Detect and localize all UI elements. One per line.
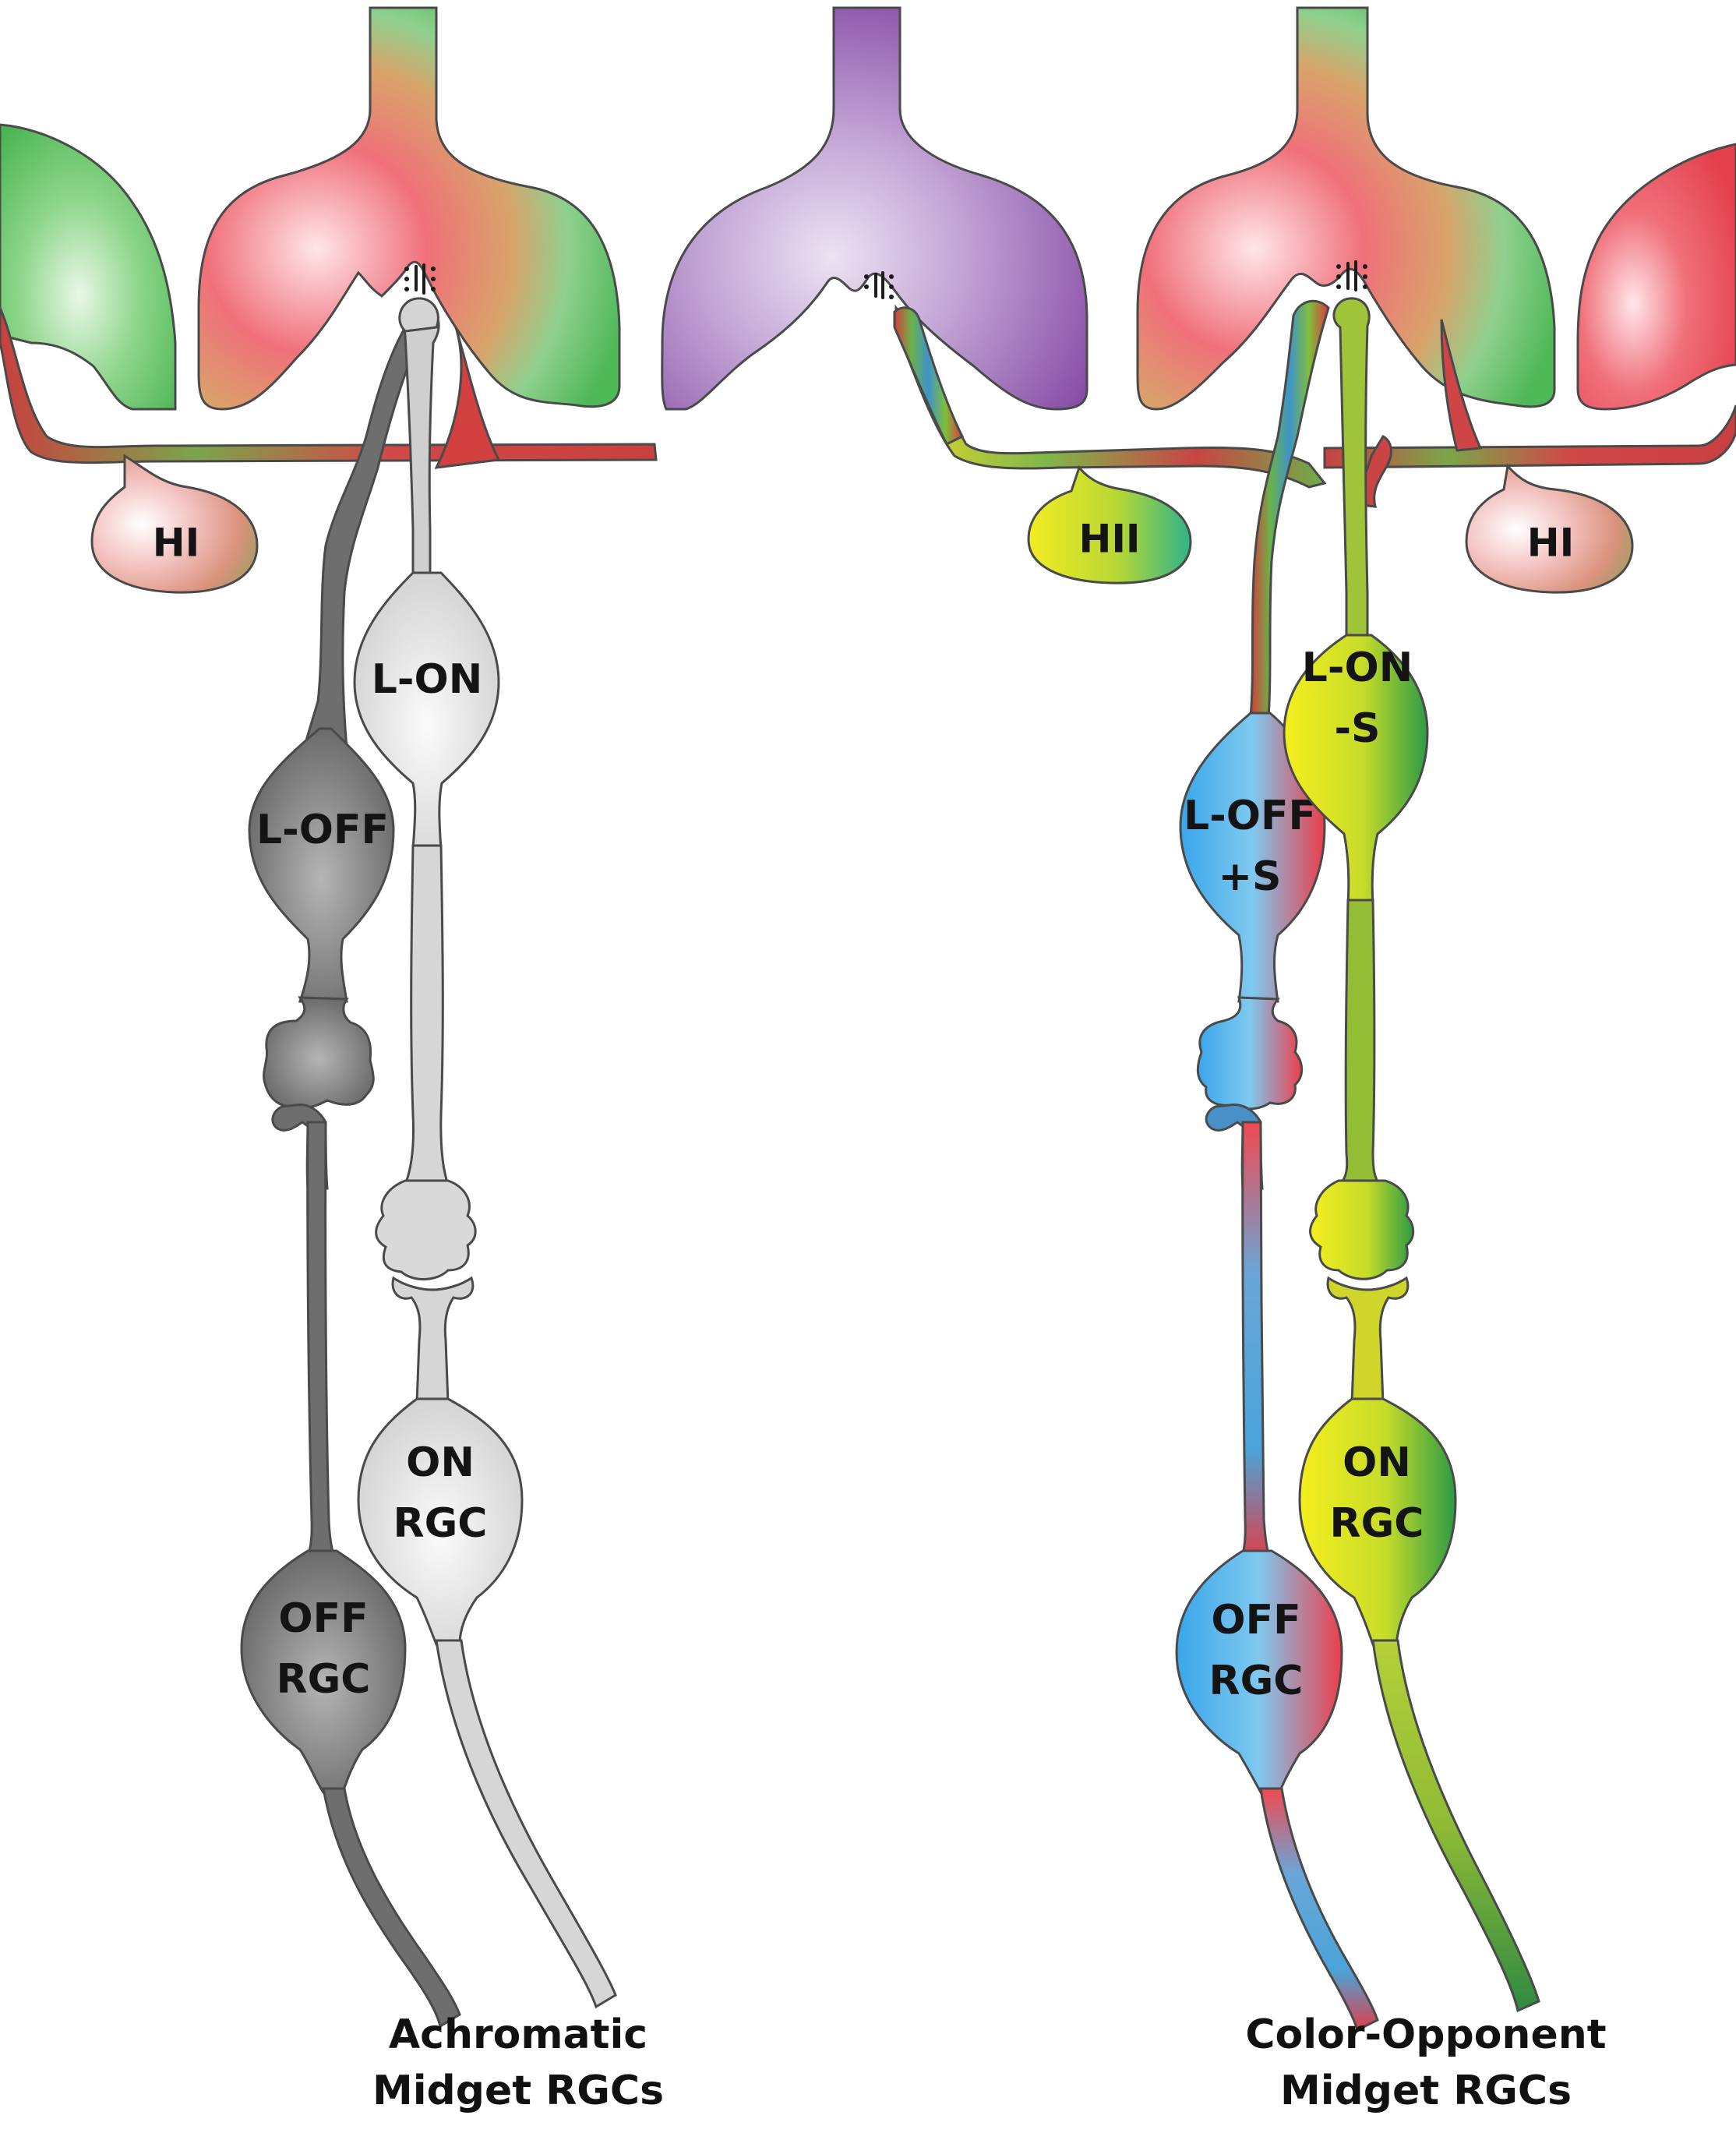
caption-opponent-line-2: Midget RGCs [1280,2068,1572,2114]
caption-achromatic-line-1: Achromatic [389,2011,647,2058]
l-off-s-label-2: +S [1218,853,1281,900]
horizontal-dendrite-into-cone-right [1440,319,1483,452]
l-cone-pedicle-right [1136,6,1556,411]
l-on-s-bipolar-dendrite [1332,297,1371,641]
c-off-rgc-label-2: RGC [1209,1658,1304,1704]
c-off-rgc-label-1: OFF [1211,1597,1300,1644]
l-on-bipolar-axon-terminal [375,1179,477,1280]
off-rgc-dendrite-shaft [305,1121,337,1560]
c-on-rgc-label-1: ON [1343,1439,1411,1486]
hi-left-cell [90,454,259,594]
l-on-bipolar-dendrite-stalk [403,305,440,578]
c-off-rgc-dendrite-shaft [1239,1121,1272,1560]
hi-right-cell [1465,463,1634,594]
s-cone-mixed-dendrite [893,306,965,447]
ribbon-synapse-dots-left [404,263,436,295]
horizontal-process-left [0,307,658,464]
l-off-s-label-1: L-OFF [1184,793,1316,839]
l-on-s-label-2: -S [1334,705,1380,752]
hi-right-label: HI [1527,521,1574,566]
off-rgc-axon [322,1787,461,2029]
l-on-label: L-ON [372,656,482,703]
on-rgc-dendrite [391,1276,475,1404]
l-on-s-label-1: L-ON [1302,644,1413,691]
on-rgc-label-2: RGC [393,1500,488,1547]
m-cone-pedicle-left-partial [0,123,177,411]
on-rgc-axon [435,1639,617,2009]
caption-opponent-line-1: Color-Opponent [1245,2011,1606,2058]
on-rgc-label-1: ON [406,1439,475,1486]
off-rgc-label-2: RGC [277,1656,371,1703]
hii-label: HII [1078,517,1140,562]
l-off-bipolar-soma [248,727,395,1003]
l-on-s-bipolar-axon [1337,899,1381,1186]
off-rgc-label-1: OFF [278,1595,368,1642]
l-on-s-bipolar-axon-terminal [1309,1179,1415,1280]
l-cone-pedicle-right-partial [1576,143,1736,411]
horizontal-dendrite-into-cone-left [434,327,501,469]
c-on-rgc-axon [1371,1639,1540,2013]
l-off-bipolar-axon-terminal [263,996,375,1110]
s-cone-pedicle [661,6,1089,411]
hi-left-label: HI [153,521,199,566]
c-on-rgc-dendrite [1326,1276,1410,1404]
horizontal-process-right [1323,404,1736,469]
hii-cell [1027,464,1192,584]
c-off-rgc-axon [1259,1787,1379,2032]
caption-achromatic-line-2: Midget RGCs [372,2068,664,2114]
l-on-dendrite-tip [398,297,439,333]
l-off-label: L-OFF [256,807,389,853]
l-off-s-bipolar-dendrite [1249,299,1330,719]
ribbon-synapse-dots-right [1336,260,1367,291]
ribbon-synapse-dots-s [864,271,894,299]
l-off-s-bipolar-axon-terminal [1196,996,1304,1111]
c-on-rgc-label-2: RGC [1330,1500,1424,1547]
l-cone-pedicle-left [197,6,621,411]
l-on-bipolar-axon [403,844,450,1186]
